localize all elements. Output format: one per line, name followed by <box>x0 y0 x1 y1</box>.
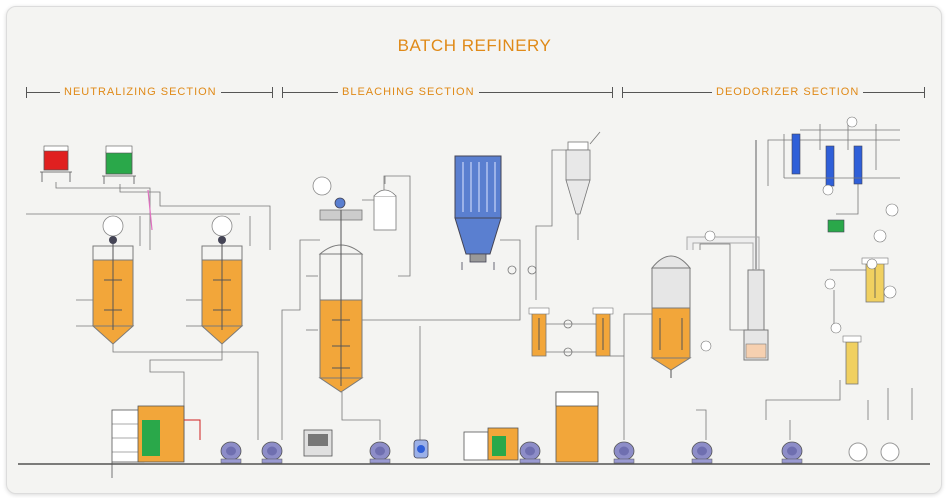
polishing-filter-1 <box>528 307 550 357</box>
storage-tank-1 <box>848 442 868 462</box>
bleacher-vessel <box>318 197 364 393</box>
deodorizer-vessel <box>650 255 692 378</box>
cyclone-separator <box>565 131 601 240</box>
bleaching-earth-feeder <box>373 176 397 231</box>
pump-3 <box>369 441 391 464</box>
section-tick <box>272 87 273 98</box>
pump-1 <box>220 441 242 464</box>
bleaching-pipes <box>281 149 568 440</box>
pump-2 <box>261 441 283 464</box>
section-tick <box>612 87 613 98</box>
deodorizer-section-label: DEODORIZER SECTION <box>712 86 864 98</box>
neutralizer-tank-1 <box>91 215 135 345</box>
dosing-pipes <box>26 182 271 250</box>
section-tick <box>924 87 925 98</box>
acid-line <box>147 189 153 231</box>
hot-well-tank <box>827 219 845 233</box>
vacuum-pump <box>413 439 429 459</box>
vacuum-column <box>743 140 769 361</box>
bag-filter <box>454 155 502 270</box>
neutralizing-section-label: NEUTRALIZING SECTION <box>60 86 221 98</box>
ejector-condensers <box>783 124 900 187</box>
gauge <box>312 176 332 196</box>
pump-7 <box>781 441 803 464</box>
pump-5 <box>613 441 635 464</box>
bleaching-section-label: BLEACHING SECTION <box>338 86 479 98</box>
soapstock-tank <box>111 405 201 463</box>
neutralizer-tank-2 <box>200 215 244 345</box>
cooler-exchanger <box>842 335 862 385</box>
slurry-mixing-tank <box>463 427 519 461</box>
polishing-filter-2 <box>592 307 614 357</box>
deodorizer-pipes <box>610 129 913 440</box>
storage-tank-2 <box>880 442 900 462</box>
vacuum-unit <box>303 429 333 457</box>
pump-6 <box>691 441 713 464</box>
neutralizing-pipes <box>76 216 259 440</box>
diagram-title: BATCH REFINERY <box>397 36 552 55</box>
acid-dosing-tank <box>40 145 72 182</box>
caustic-dosing-tank <box>102 145 136 184</box>
pump-4 <box>519 441 541 464</box>
bleached-oil-tank <box>555 391 599 463</box>
